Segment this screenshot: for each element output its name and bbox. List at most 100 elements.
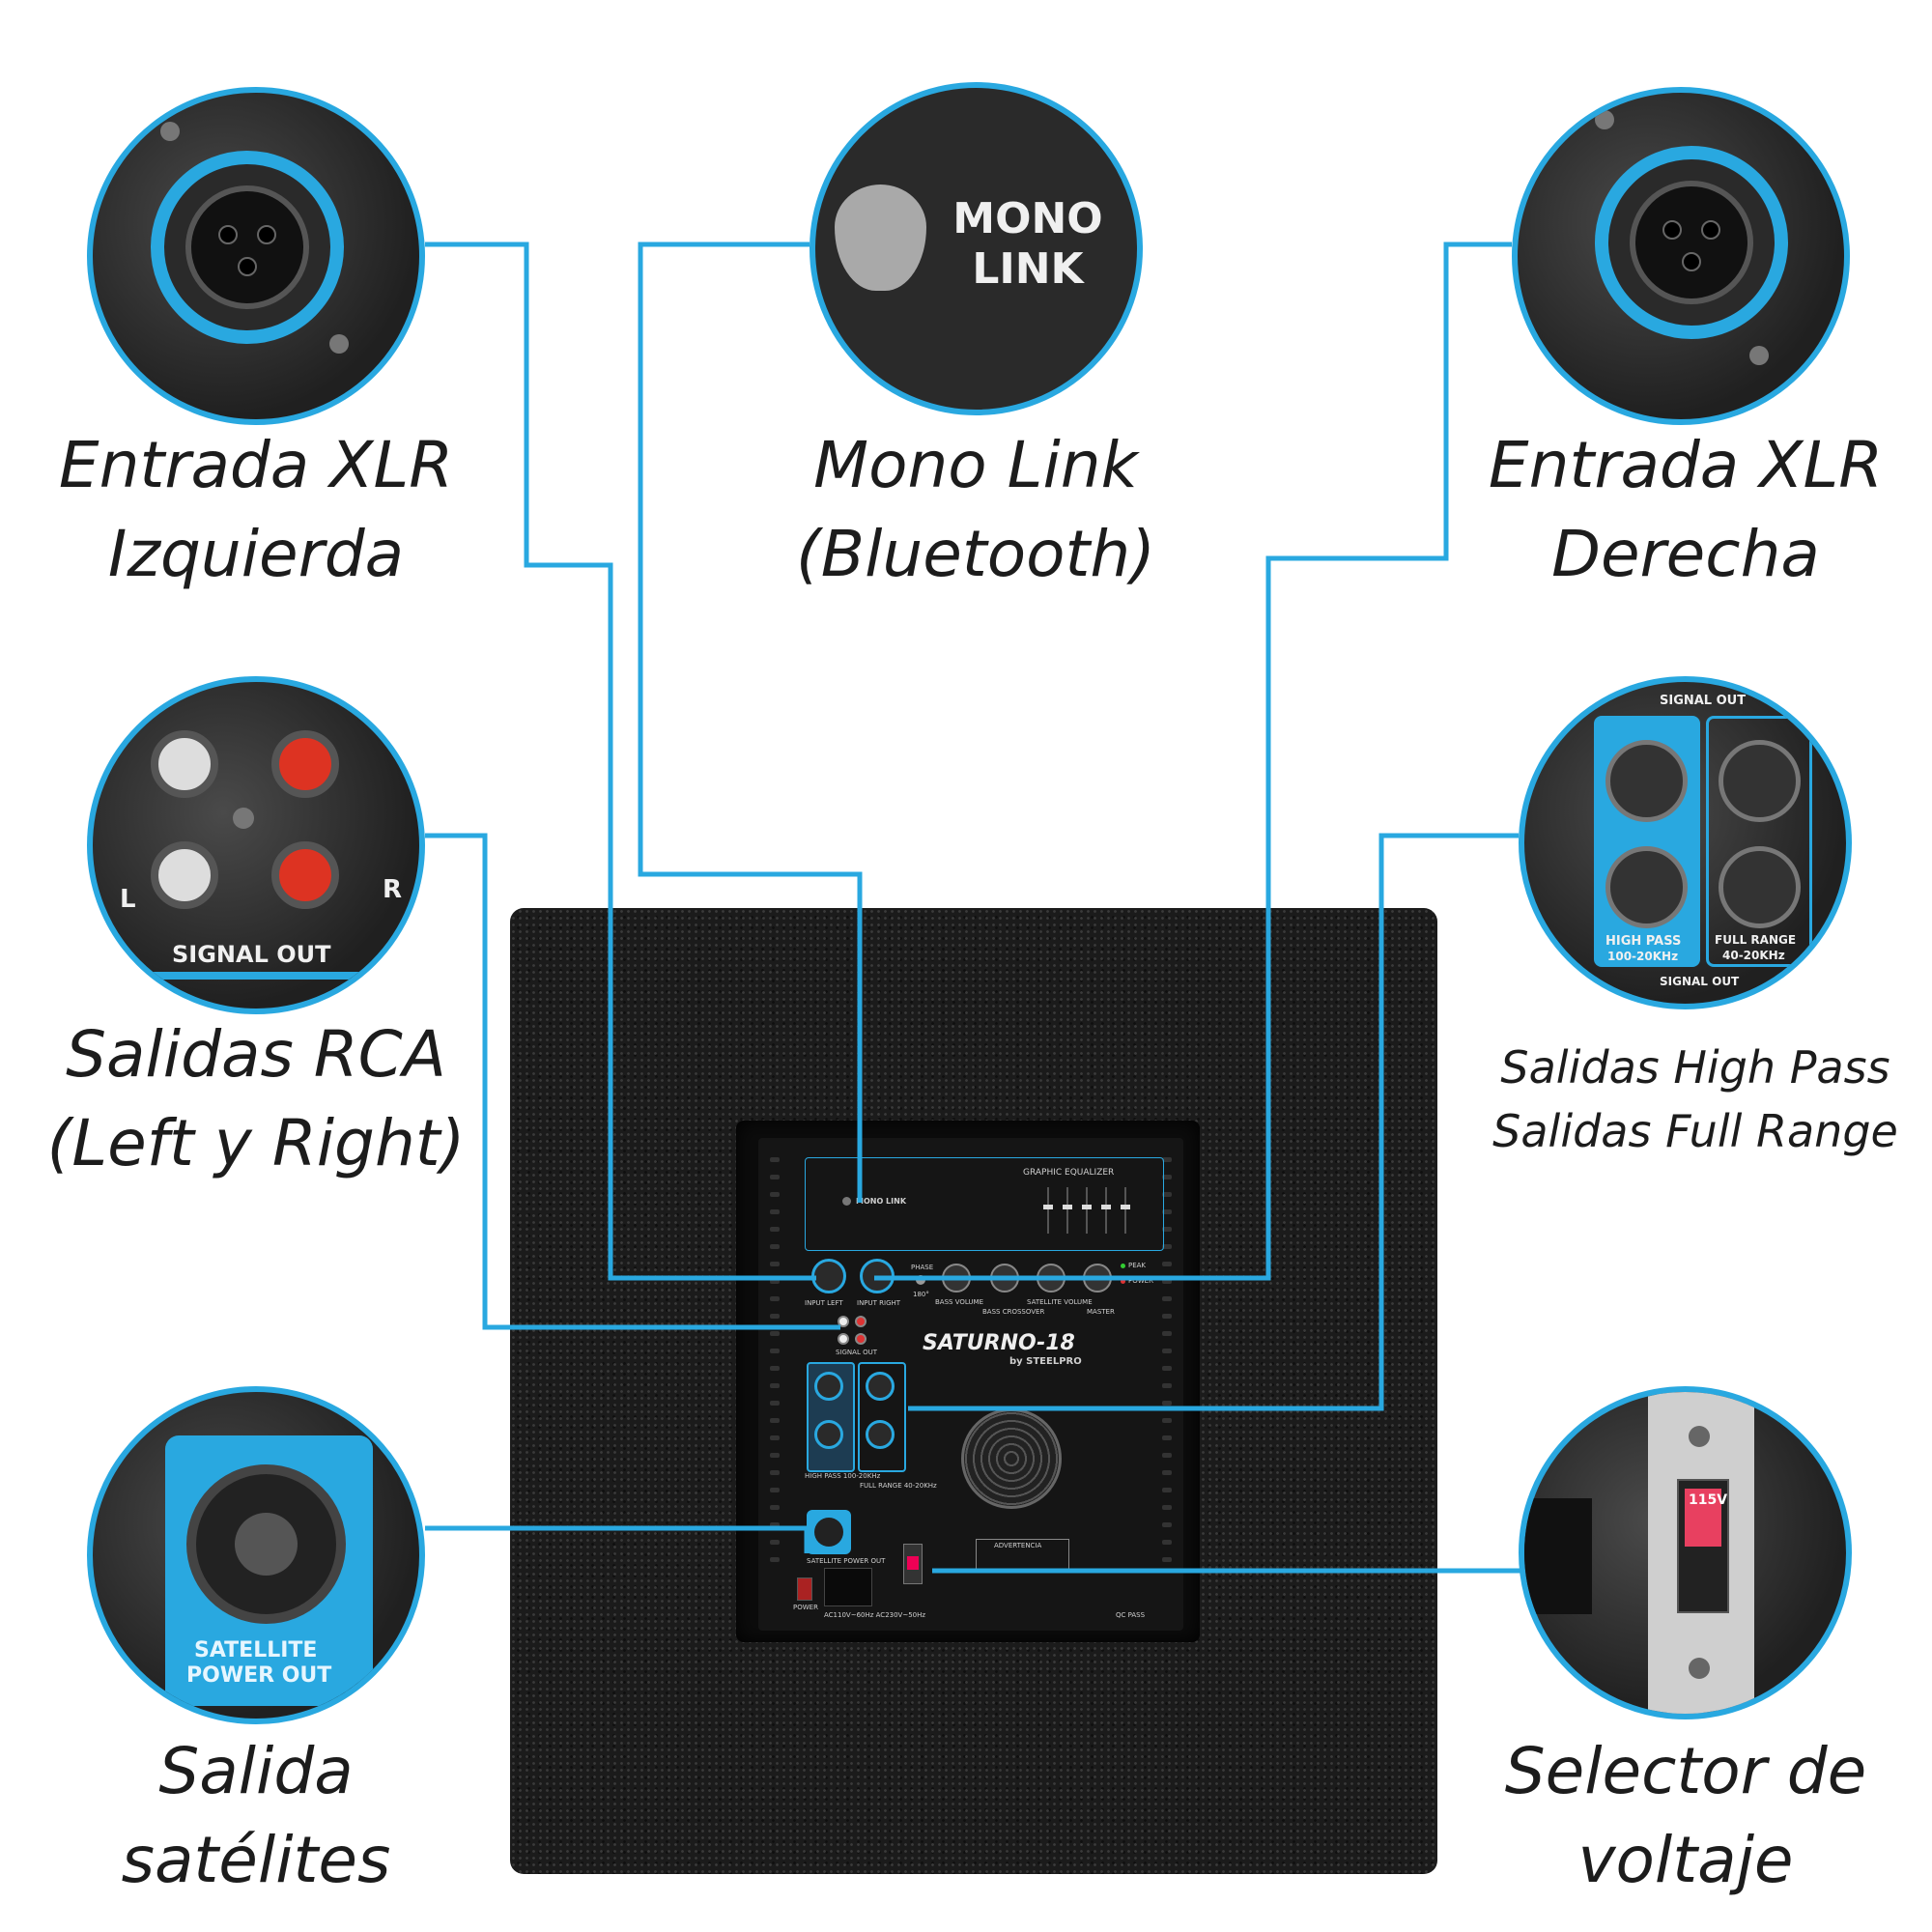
voltage-selector-panel[interactable]: [903, 1544, 923, 1584]
satellite-closeup-plate: SATELLITE POWER OUT: [165, 1435, 373, 1706]
closeup-mono-link: MONO LINK: [810, 82, 1143, 415]
rca-closeup-r: R: [383, 875, 403, 904]
screw-icon: [233, 808, 254, 829]
panel-mono-link-label: MONO LINK: [856, 1197, 907, 1206]
screw-icon: [1749, 346, 1769, 365]
satellite-closeup-line2: POWER OUT: [186, 1663, 332, 1688]
panel-warning: ADVERTENCIA: [994, 1542, 1042, 1549]
callout-xlr-left: Entrada XLR Izquierda: [58, 428, 454, 591]
line-xlr-left: [425, 242, 816, 1281]
line-hp-fr: [908, 833, 1519, 1411]
rca-red-bottom: [271, 841, 339, 909]
voltage-closeup-value: 115V: [1689, 1492, 1728, 1508]
rca-closeup-l: L: [120, 885, 136, 914]
callout-hp-fr: Salidas High Pass Salidas Full Range: [1492, 1041, 1898, 1157]
panel-ac: AC110V~60Hz AC230V~50Hz: [824, 1611, 926, 1619]
xlr-left-pin-3: [238, 257, 257, 276]
high-pass-xlr-2[interactable]: [814, 1420, 843, 1449]
xlr-right-pin-2: [1662, 220, 1682, 240]
mono-link-closeup-text: MONO LINK: [952, 194, 1103, 294]
xlr-right-ring: [1595, 146, 1788, 339]
panel-peak: PEAK: [1128, 1262, 1147, 1269]
line-satellite: [425, 1525, 810, 1553]
panel-high-pass: HIGH PASS 100-20KHz: [805, 1472, 881, 1480]
panel-power-led: POWER: [1128, 1277, 1153, 1285]
xlr-right-pin-1: [1701, 220, 1720, 240]
fr-closeup-label-2: 40-20KHz: [1722, 949, 1785, 962]
screw-icon: [1595, 110, 1614, 129]
fr-closeup-label-1: FULL RANGE: [1715, 933, 1797, 947]
speakon-icon: [186, 1464, 346, 1624]
closeup-xlr-left: [87, 87, 425, 425]
iec-inlet[interactable]: [824, 1568, 872, 1606]
mono-link-button[interactable]: [842, 1197, 851, 1206]
voltage-switch: 115V: [1677, 1479, 1729, 1613]
screw-icon: [1689, 1658, 1710, 1679]
rca-white-bottom: [151, 841, 218, 909]
callout-xlr-right: Entrada XLR Derecha: [1488, 428, 1884, 591]
callout-voltage: Selector de voltaje: [1504, 1734, 1867, 1897]
knob-label-0: BASS VOLUME: [935, 1298, 984, 1306]
closeup-hp-fr: SIGNAL OUT HIGH PASS 100-20KHz FULL RANG…: [1519, 676, 1852, 1009]
screw-icon: [329, 334, 349, 354]
line-rca: [425, 833, 840, 1330]
xlr-left-pin-2: [218, 225, 238, 244]
xlr-left-ring: [151, 151, 344, 344]
closeup-voltage: 115V: [1519, 1386, 1852, 1719]
right-vents: [1162, 1157, 1172, 1575]
rca-right-bottom[interactable]: [855, 1333, 867, 1345]
panel-full-range: FULL RANGE 40-20KHz: [860, 1482, 937, 1490]
panel-qc: QC PASS: [1116, 1611, 1146, 1619]
xlr-left-pin-1: [257, 225, 276, 244]
closeup-satellite: SATELLITE POWER OUT: [87, 1386, 425, 1724]
high-pass-xlr-1[interactable]: [814, 1372, 843, 1401]
panel-signal-out: SIGNAL OUT: [836, 1349, 877, 1356]
satellite-closeup-line1: SATELLITE: [194, 1638, 318, 1662]
mono-link-closeup-button: [835, 185, 926, 291]
full-range-block: [858, 1362, 906, 1472]
full-range-xlr-1[interactable]: [866, 1372, 895, 1401]
knob-label-2: SATELLITE VOLUME: [1027, 1298, 1093, 1306]
xlr-right-pin-3: [1682, 252, 1701, 271]
left-vents: [770, 1157, 780, 1575]
satellite-connector[interactable]: [807, 1510, 851, 1554]
brand-logo: SATURNO-18: [923, 1331, 1075, 1355]
rca-closeup-caption: SIGNAL OUT: [172, 941, 331, 968]
rca-left-bottom[interactable]: [838, 1333, 849, 1345]
amplifier-panel: MONO LINK GRAPHIC EQUALIZER INPUT LEFT I…: [758, 1138, 1183, 1631]
line-mono-link: [638, 242, 863, 1203]
fr-closeup-block: FULL RANGE 40-20KHz: [1706, 716, 1812, 967]
power-led: [1121, 1279, 1125, 1284]
panel-input-left: INPUT LEFT: [805, 1299, 843, 1307]
callout-satellite: Salida satélites: [121, 1734, 391, 1897]
hp-fr-closeup-top: SIGNAL OUT: [1660, 694, 1747, 708]
screw-icon: [160, 122, 180, 141]
full-range-xlr-2[interactable]: [866, 1420, 895, 1449]
panel-phase: PHASE: [911, 1264, 934, 1271]
hp-closeup-block: HIGH PASS 100-20KHz: [1594, 716, 1700, 967]
panel-phase-value: 180°: [913, 1291, 929, 1298]
hp-closeup-label-2: 100-20KHz: [1607, 950, 1679, 963]
high-pass-block: [807, 1362, 855, 1472]
hp-closeup-label-1: HIGH PASS: [1605, 934, 1682, 949]
panel-graphic-eq-label: GRAPHIC EQUALIZER: [1023, 1168, 1115, 1178]
rca-white-top: [151, 730, 218, 798]
maker-logo: by STEELPRO: [1009, 1356, 1082, 1367]
closeup-rca: L R SIGNAL OUT: [87, 676, 425, 1014]
callout-mono-link: Mono Link (Bluetooth): [796, 428, 1155, 591]
peak-led: [1121, 1264, 1125, 1268]
rca-left-top[interactable]: [838, 1316, 849, 1327]
panel-input-right: INPUT RIGHT: [857, 1299, 901, 1307]
panel-power: POWER: [793, 1604, 818, 1611]
closeup-xlr-right: [1512, 87, 1850, 425]
eq-sliders[interactable]: [1037, 1187, 1134, 1236]
rca-right-top[interactable]: [855, 1316, 867, 1327]
hp-fr-closeup-bottom: SIGNAL OUT: [1660, 975, 1740, 988]
knob-label-1: BASS CROSSOVER: [982, 1308, 1045, 1316]
knob-label-3: MASTER: [1087, 1308, 1115, 1316]
power-switch[interactable]: [797, 1577, 812, 1601]
callout-rca: Salidas RCA (Left y Right): [46, 1017, 466, 1180]
eq-section: MONO LINK GRAPHIC EQUALIZER: [805, 1157, 1164, 1251]
panel-satellite-out: SATELLITE POWER OUT: [807, 1557, 886, 1565]
